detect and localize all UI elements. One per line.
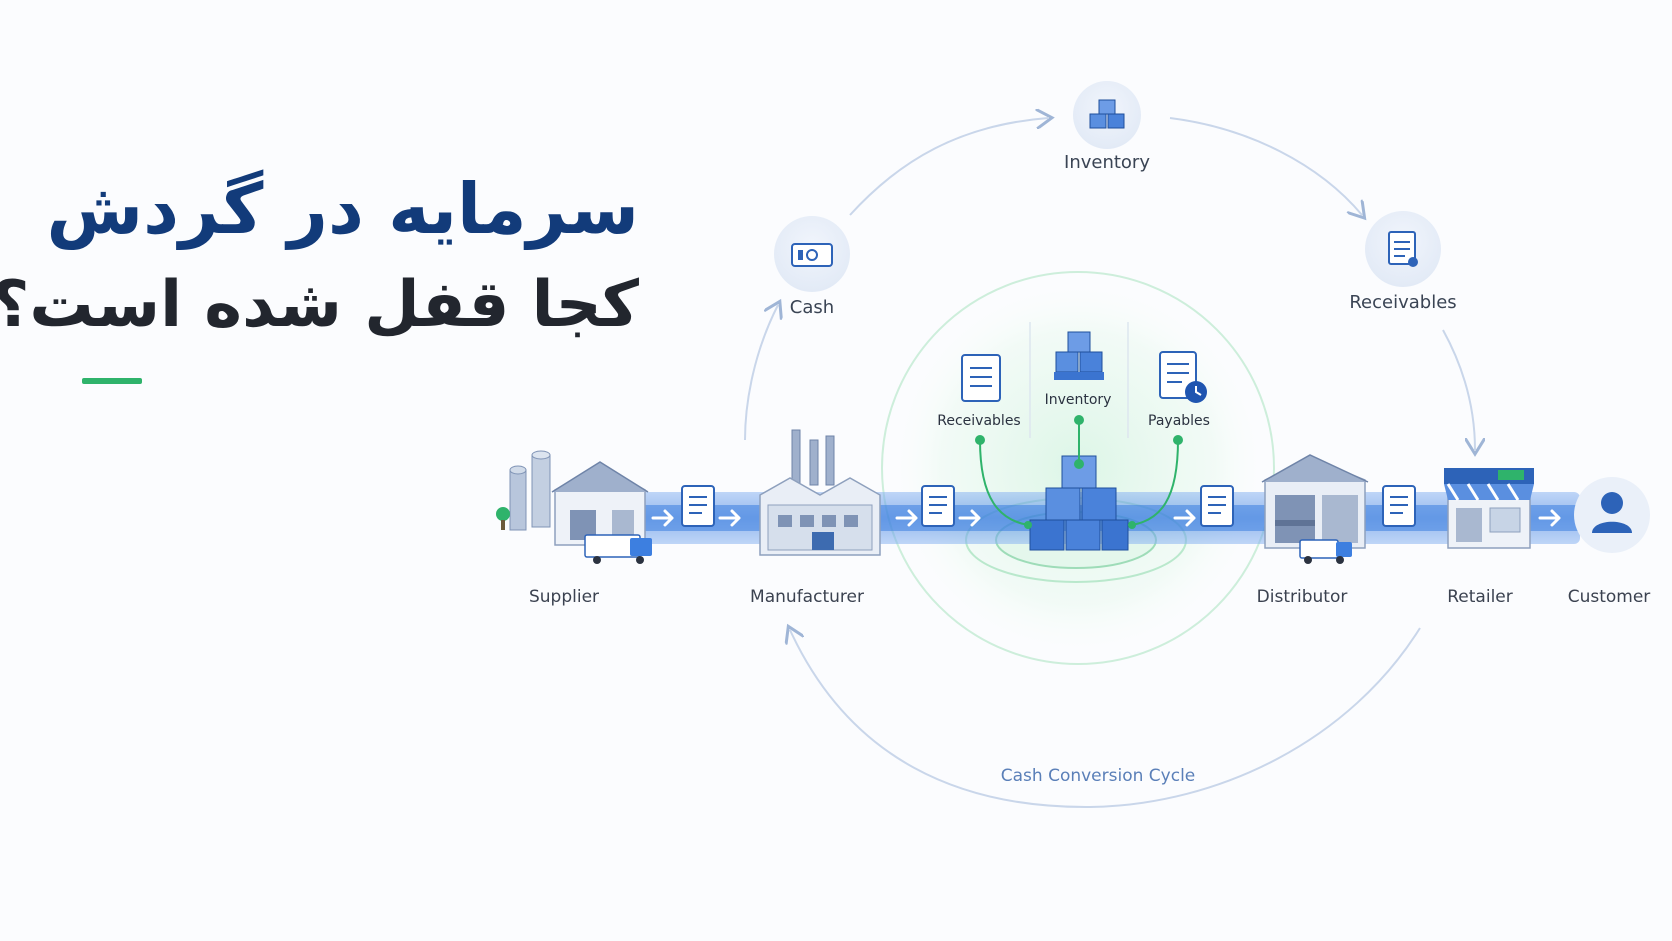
cycle-node-label-receivables: Receivables — [1349, 292, 1457, 313]
flow-document-icon — [1382, 485, 1416, 527]
flow-document-icon — [921, 485, 955, 527]
warehouse-silo-icon — [496, 450, 652, 564]
accent-bar — [82, 378, 142, 384]
user-icon — [1574, 477, 1650, 553]
flow-document-icon — [681, 485, 715, 527]
stage-label-retailer: Retailer — [1447, 587, 1513, 607]
cycle-node-label-inventory: Inventory — [1064, 152, 1150, 173]
distribution-center-icon — [1261, 454, 1369, 564]
stage-label-supplier: Supplier — [528, 587, 600, 607]
hub-label-inventory: Inventory — [1044, 392, 1112, 408]
invoice-icon — [961, 354, 1001, 402]
factory-icon — [759, 429, 881, 556]
flow-document-icon — [1200, 485, 1234, 527]
heading-line-1: سرمایه در گردش — [46, 168, 639, 250]
hub-connectors — [979, 420, 1179, 526]
store-icon — [1444, 468, 1534, 549]
hub-label-receivables: Receivables — [937, 413, 1021, 429]
stage-label-manufacturer: Manufacturer — [750, 587, 864, 607]
hub-label-payables: Payables — [1148, 413, 1210, 429]
stage-label-customer: Customer — [1567, 587, 1651, 607]
cash-icon — [774, 216, 850, 292]
hub-connector-dots — [975, 415, 1183, 529]
boxes-icon — [1073, 81, 1141, 149]
document-icon — [1365, 211, 1441, 287]
inventory-stack-icon — [1029, 455, 1129, 551]
bill-clock-icon — [1159, 351, 1207, 403]
boxes-icon — [1054, 331, 1104, 380]
stage-label-distributor: Distributor — [1256, 587, 1348, 607]
heading-line-2: کجا قفل شده است؟ — [0, 268, 639, 342]
cycle-node-label-cash: Cash — [789, 297, 835, 318]
cycle-label: Cash Conversion Cycle — [1000, 766, 1196, 786]
outer-cycle-ring — [744, 118, 1475, 809]
flow-arrows — [651, 509, 1561, 527]
